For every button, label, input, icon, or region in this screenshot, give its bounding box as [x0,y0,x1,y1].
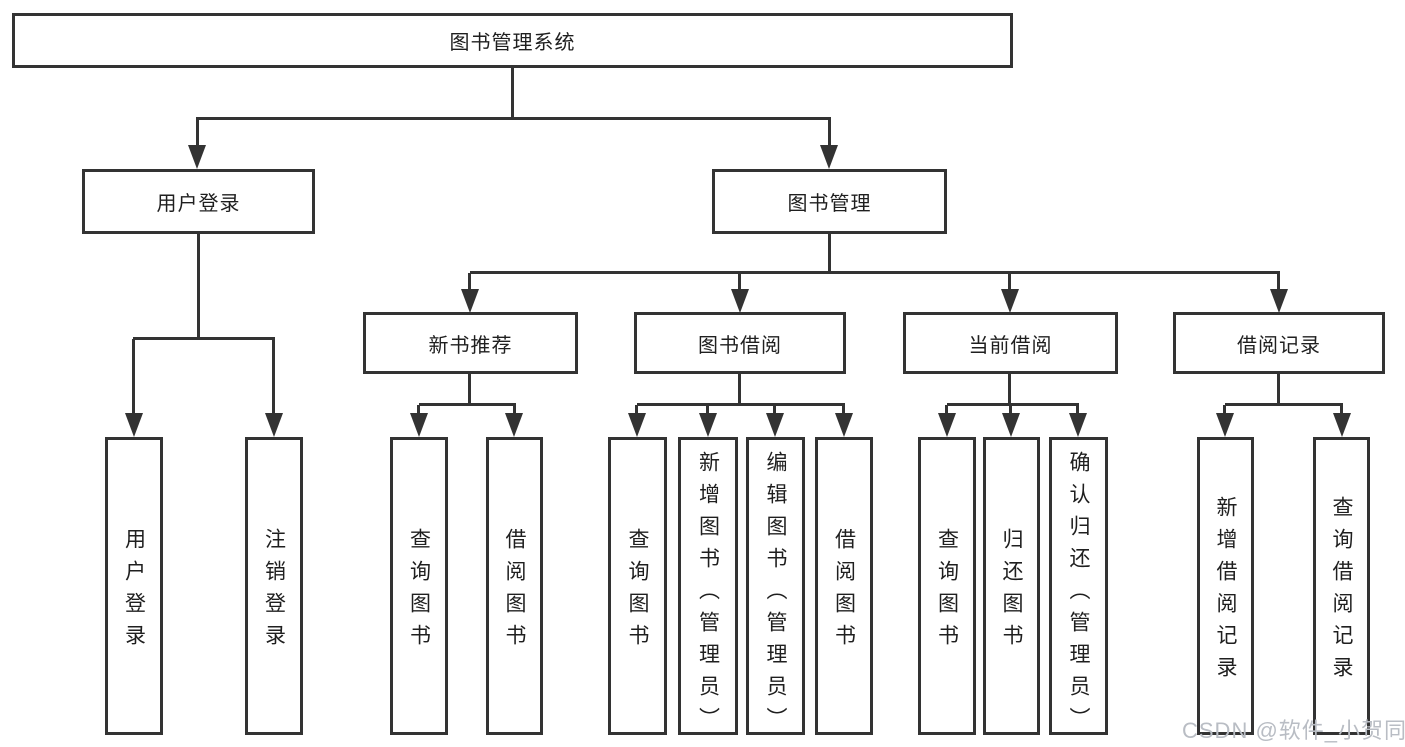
connector-line [196,117,831,120]
leaf-add-books-admin: 新增图书（管理员） [678,437,738,739]
leaf-confirm-return-admin-label: 确认归还（管理员） [1067,451,1090,739]
connector-line [1076,405,1079,414]
connector-line [706,405,709,414]
connector-line [511,67,514,118]
leaf-borrow-books-borrowing: 借阅图书 [815,437,873,735]
connector-line [1340,405,1343,414]
node-book-management: 图书管理 [712,169,947,234]
leaf-borrow-books-borrowing-label: 借阅图书 [832,527,856,656]
arrow-down-icon [410,413,428,437]
arrow-down-icon [461,289,479,313]
node-current-borrowing: 当前借阅 [903,312,1118,374]
connector-line [1008,374,1011,406]
connector-line [947,403,1079,406]
connector-line [1225,403,1343,406]
connector-line [828,119,831,147]
leaf-user-login: 用户登录 [105,437,163,735]
leaf-edit-books-admin: 编辑图书（管理员） [746,437,805,739]
arrow-down-icon [1001,289,1019,313]
arrow-down-icon [188,145,206,169]
connector-line [1009,405,1012,414]
connector-line [842,405,845,414]
arrow-down-icon [766,413,784,437]
connector-line [637,403,845,406]
connector-line [470,271,1280,274]
arrow-down-icon [265,413,283,437]
connector-line [1277,273,1280,291]
node-book-borrowing: 图书借阅 [634,312,846,374]
leaf-query-borrow-record: 查询借阅记录 [1313,437,1370,735]
node-library-system: 图书管理系统 [12,13,1013,68]
node-book-management-label: 图书管理 [787,193,872,215]
arrow-down-icon [1002,413,1020,437]
leaf-borrow-books-recommend-label: 借阅图书 [503,527,526,656]
csdn-watermark: CSDN @软件_小贺同学 [1182,718,1405,743]
leaf-query-books-recommend: 查询图书 [390,437,448,735]
leaf-query-books-borrowing-label: 查询图书 [626,527,649,656]
leaf-borrow-books-recommend: 借阅图书 [486,437,543,735]
leaf-query-books-current: 查询图书 [918,437,976,735]
arrow-down-icon [731,289,749,313]
connector-line [196,119,199,147]
leaf-add-borrow-record: 新增借阅记录 [1197,437,1254,735]
connector-line [197,234,200,340]
connector-line [1008,273,1011,291]
connector-line [468,374,471,406]
node-new-book-recommend: 新书推荐 [363,312,578,374]
connector-line [635,405,638,414]
connector-line [773,405,776,414]
connector-line [419,403,516,406]
connector-line [513,405,516,414]
leaf-add-books-admin-label: 新增图书（管理员） [696,451,720,739]
connector-line [738,273,741,291]
node-new-book-recommend-label: 新书推荐 [428,334,513,357]
leaf-user-login-label: 用户登录 [122,527,146,656]
connector-line [945,405,948,414]
arrow-down-icon [125,413,143,437]
leaf-logout: 注销登录 [245,437,303,735]
connector-line [828,234,831,274]
leaf-query-books-recommend-label: 查询图书 [407,527,431,656]
leaf-confirm-return-admin: 确认归还（管理员） [1049,437,1108,739]
connector-line [417,405,420,414]
arrow-down-icon [1069,413,1087,437]
arrow-down-icon [835,413,853,437]
connector-line [1277,374,1280,406]
connector-line [133,337,275,340]
connector-line [738,374,741,406]
connector-line [468,273,471,291]
leaf-logout-label: 注销登录 [262,527,286,656]
node-library-system-label: 图书管理系统 [449,32,576,54]
node-user-login: 用户登录 [82,169,315,234]
node-book-borrowing-label: 图书借阅 [698,334,782,357]
node-user-login-label: 用户登录 [156,193,241,215]
arrow-down-icon [938,413,956,437]
node-borrow-records-label: 借阅记录 [1237,334,1321,357]
leaf-query-books-current-label: 查询图书 [935,527,959,656]
connector-line [132,339,135,414]
arrow-down-icon [699,413,717,437]
leaf-return-books-label: 归还图书 [1000,527,1023,656]
arrow-down-icon [1216,413,1234,437]
arrow-down-icon [1333,413,1351,437]
arrow-down-icon [505,413,523,437]
leaf-edit-books-admin-label: 编辑图书（管理员） [764,451,787,739]
node-borrow-records: 借阅记录 [1173,312,1385,374]
node-current-borrowing-label: 当前借阅 [968,334,1053,357]
arrow-down-icon [1270,289,1288,313]
leaf-query-books-borrowing: 查询图书 [608,437,667,735]
arrow-down-icon [628,413,646,437]
connector-line [1223,405,1226,414]
leaf-return-books: 归还图书 [983,437,1040,735]
connector-line [272,339,275,414]
arrow-down-icon [820,145,838,169]
leaf-query-borrow-record-label: 查询借阅记录 [1330,495,1353,688]
leaf-add-borrow-record-label: 新增借阅记录 [1214,495,1237,688]
